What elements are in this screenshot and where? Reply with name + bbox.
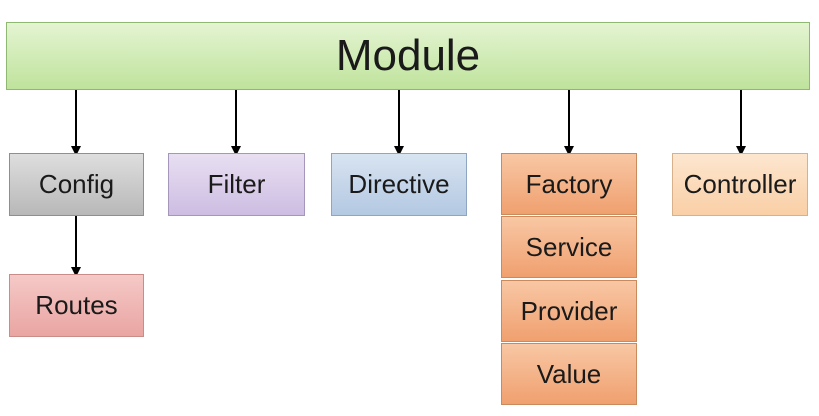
- module-box: Module: [6, 22, 810, 90]
- routes-box: Routes: [9, 274, 144, 337]
- provider-label: Provider: [520, 295, 618, 326]
- provider-box: Provider: [501, 280, 637, 342]
- module-label: Module: [335, 31, 481, 80]
- controller-label: Controller: [683, 169, 797, 199]
- value-label: Value: [536, 358, 602, 389]
- value-box: Value: [501, 343, 637, 405]
- controller-box: Controller: [672, 153, 808, 216]
- filter-box: Filter: [168, 153, 305, 216]
- factory-box: Factory: [501, 153, 637, 215]
- service-box: Service: [501, 216, 637, 278]
- directive-box: Directive: [331, 153, 467, 216]
- directive-label: Directive: [348, 169, 450, 199]
- config-label: Config: [38, 169, 115, 199]
- config-box: Config: [9, 153, 144, 216]
- service-label: Service: [525, 231, 613, 262]
- factory-label: Factory: [525, 168, 613, 199]
- routes-label: Routes: [35, 290, 118, 320]
- filter-label: Filter: [207, 169, 266, 199]
